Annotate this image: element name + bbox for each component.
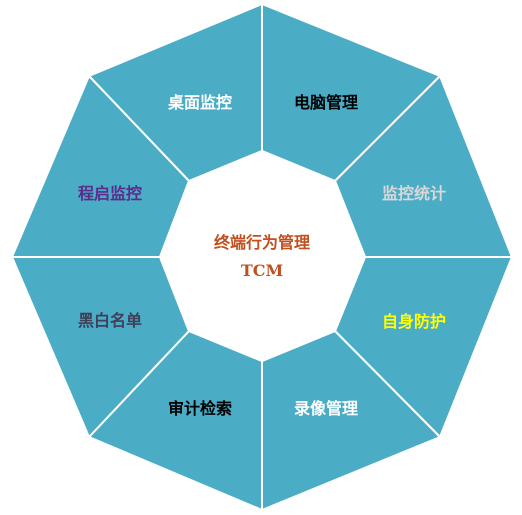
segments-layer — [11, 3, 513, 511]
segment-label-8: 程启监控 — [78, 184, 142, 203]
center-octagon — [158, 149, 367, 363]
center-subtitle: TCM — [241, 261, 283, 280]
segment-label-7: 黑白名单 — [78, 311, 142, 330]
segment-label-3: 监控统计 — [382, 184, 446, 203]
segment-label-2: 电脑管理 — [294, 93, 358, 112]
segment-label-6: 审计检索 — [168, 399, 232, 418]
center-title: 终端行为管理 — [214, 233, 310, 252]
segment-label-1: 桌面监控 — [168, 93, 232, 112]
segment-label-5: 录像管理 — [294, 399, 358, 418]
segment-label-4: 自身防护 — [382, 312, 446, 331]
